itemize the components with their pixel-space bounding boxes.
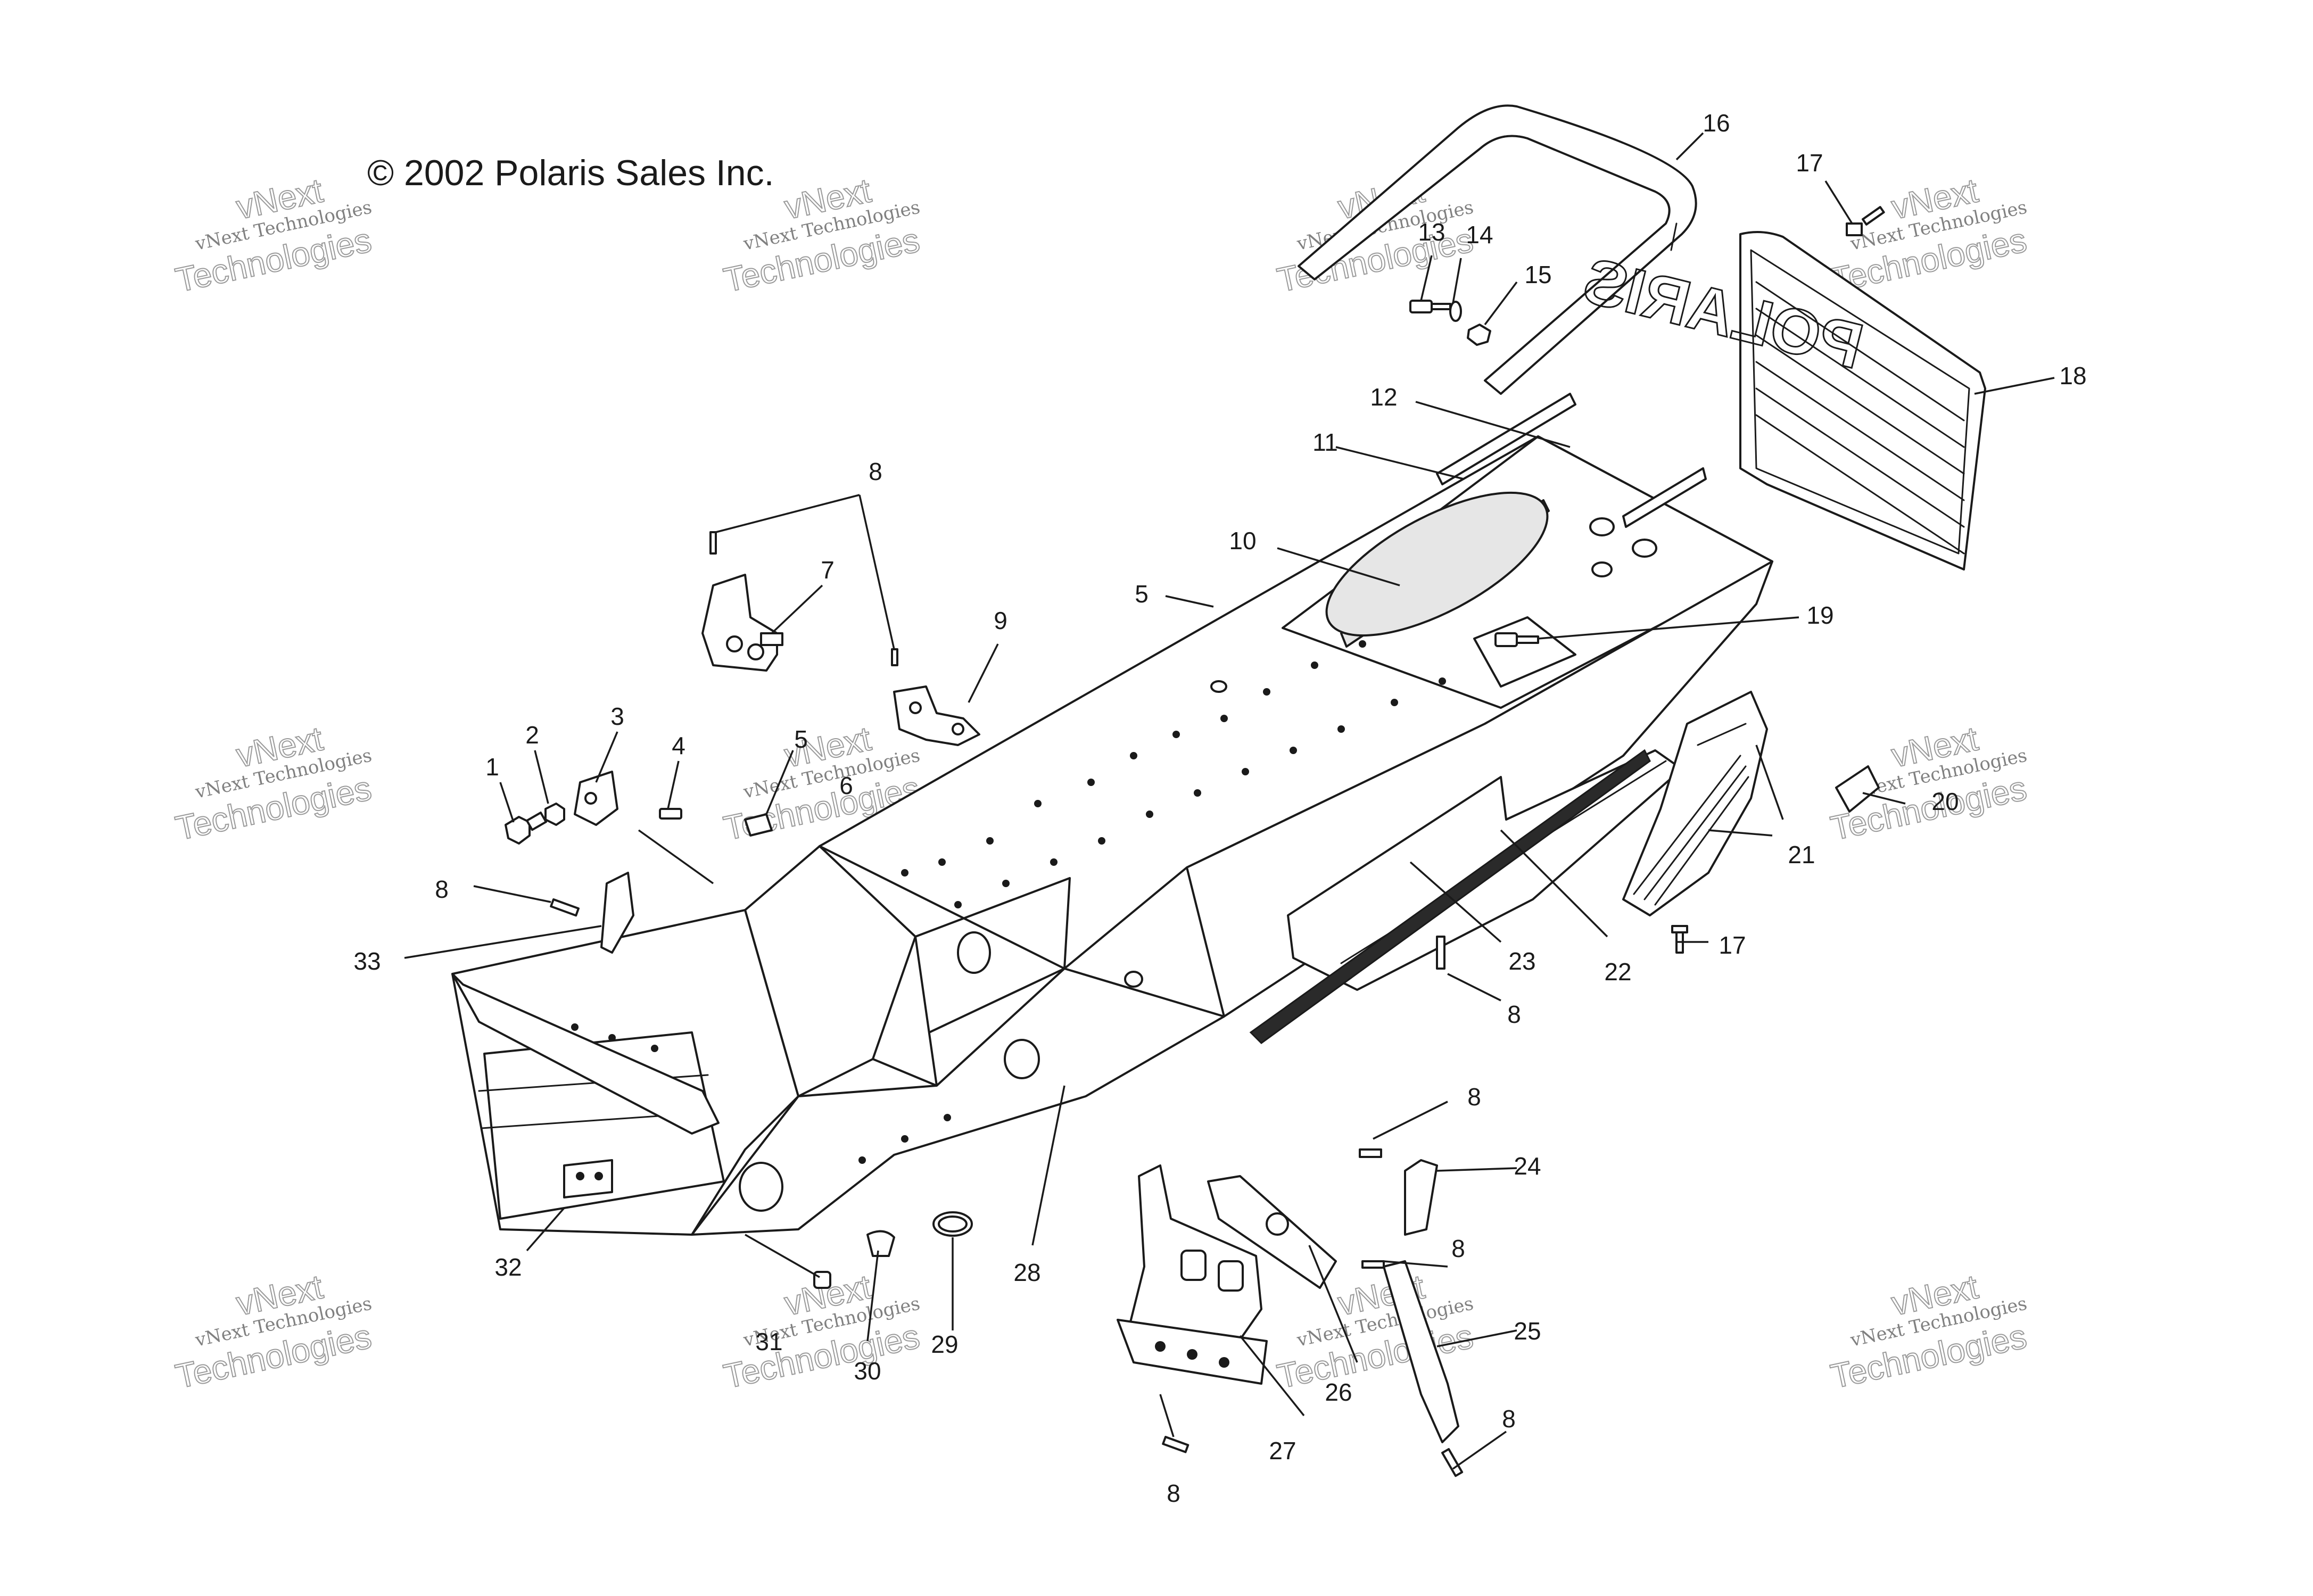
callout-29: 29 <box>931 1330 958 1358</box>
callout-12: 12 <box>1370 383 1397 411</box>
callout-25: 25 <box>1514 1317 1541 1345</box>
callout-27: 27 <box>1269 1437 1296 1465</box>
strip-25 <box>1383 1260 1459 1443</box>
ring-29 <box>932 1211 973 1237</box>
hardware-13-14-15 <box>1409 300 1491 346</box>
callout-24: 24 <box>1514 1152 1541 1180</box>
callout-8g: 8 <box>1167 1479 1180 1507</box>
callout-8c: 8 <box>1507 1000 1521 1028</box>
callout-1: 1 <box>485 753 499 781</box>
callout-10: 10 <box>1229 527 1256 555</box>
callout-19: 19 <box>1806 601 1833 629</box>
push-rivet <box>1846 206 1885 236</box>
callout-3: 3 <box>610 702 624 730</box>
pad-24 <box>1404 1159 1438 1236</box>
chassis-tunnel <box>451 435 1773 1236</box>
running-board <box>1622 691 1768 916</box>
watermark: vNext Technologies vNext Technologies <box>1274 1267 1477 1396</box>
callout-32: 32 <box>494 1253 522 1281</box>
seat-rails <box>1325 393 1707 688</box>
callout-26: 26 <box>1325 1378 1352 1406</box>
callout-8b: 8 <box>435 875 449 903</box>
bracket-9 <box>893 685 980 746</box>
callout-2: 2 <box>525 721 539 749</box>
callout-15: 15 <box>1524 261 1551 288</box>
clip-6 <box>744 813 773 837</box>
callout-16: 16 <box>1703 109 1730 137</box>
copyright-text: © 2002 Polaris Sales Inc. <box>367 153 774 193</box>
callout-14: 14 <box>1466 221 1493 249</box>
hardware-1-4 <box>505 771 682 845</box>
bumper-plate <box>563 1159 613 1198</box>
callouts: 1 2 3 4 5 5 6 7 8 8 8 8 8 8 8 9 10 11 12… <box>353 109 2086 1507</box>
watermark: vNext Technologies vNext Technologies <box>172 718 375 848</box>
callout-30: 30 <box>854 1357 881 1385</box>
callout-7: 7 <box>821 556 835 584</box>
callout-31: 31 <box>755 1328 782 1355</box>
bumper-bolt <box>1494 632 1539 647</box>
callout-33: 33 <box>353 947 381 975</box>
callout-5b: 5 <box>794 725 808 753</box>
callout-6: 6 <box>839 772 853 799</box>
callout-21: 21 <box>1788 841 1815 869</box>
rear-grab-bar <box>1298 104 1697 395</box>
callout-17b: 17 <box>1719 931 1746 959</box>
callout-8a: 8 <box>869 458 882 485</box>
watermark: vNext Technologies vNext Technologies <box>1827 1267 2030 1396</box>
callout-11: 11 <box>1312 428 1338 456</box>
callout-28: 28 <box>1013 1259 1040 1286</box>
callout-8e: 8 <box>1451 1235 1465 1262</box>
small-plate <box>1835 765 1880 813</box>
callout-20: 20 <box>1931 788 1959 815</box>
callout-4: 4 <box>672 732 685 759</box>
watermark: vNext Technologies vNext Technologies <box>720 170 923 300</box>
watermark: vNext Technologies vNext Technologies <box>172 1267 375 1396</box>
callout-8d: 8 <box>1467 1083 1481 1111</box>
bracket-7 <box>701 574 783 672</box>
support-bracket-26 <box>1207 1175 1337 1289</box>
callout-8f: 8 <box>1502 1405 1516 1433</box>
bracket-33 <box>600 872 634 954</box>
callout-22: 22 <box>1604 958 1631 986</box>
bumper-bracket-27 <box>1117 1164 1268 1385</box>
screws-8 <box>550 531 1464 1477</box>
callout-23: 23 <box>1508 947 1535 975</box>
leader-lines <box>404 132 2055 1470</box>
callout-5a: 5 <box>1135 580 1149 608</box>
callout-13: 13 <box>1418 218 1445 246</box>
callout-9: 9 <box>994 607 1007 634</box>
rivet-lower <box>1671 925 1688 954</box>
callout-18: 18 <box>2059 362 2086 390</box>
watermark: vNext Technologies vNext Technologies <box>172 170 375 300</box>
callout-17a: 17 <box>1796 149 1823 177</box>
